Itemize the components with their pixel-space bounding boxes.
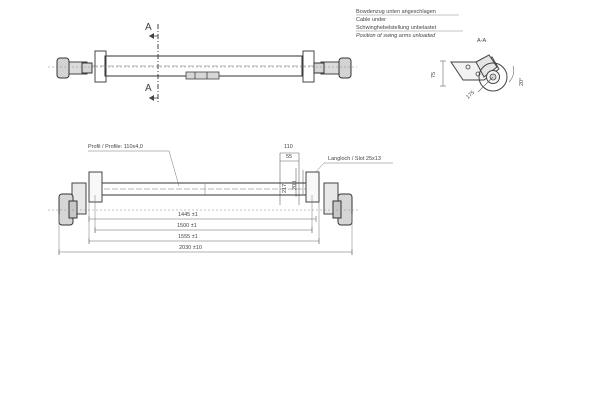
note-line-4: Position of swing arms unloaded [356,33,436,39]
right-arm-top [313,62,325,74]
left-wheel-top [56,57,70,79]
right-wheel-top [338,57,352,79]
front-view: Profil / Profile: 110x4,0 Langloch / Slo… [48,144,393,255]
section-dim-75-label: 75 [431,72,437,78]
dim-55-label: 55 [286,154,292,160]
section-title: A-A [477,38,487,44]
dim-200-label: 200 [292,181,298,190]
hub-outline [478,62,508,92]
section-marker-bottom: A [145,83,152,94]
dim-1500-label: 1500 ±1 [177,223,197,229]
profile-leader [168,150,180,187]
left-bracket-front [88,171,103,203]
dim-217-label: 217 [282,184,288,193]
center-clamp-top [185,71,220,80]
section-marker-top: A [145,22,152,33]
right-hub-front [332,200,342,219]
profile-label: Profil / Profile: 110x4,0 [88,144,143,150]
left-hub-front [68,200,78,219]
section-view: A-A 75 175 20° [431,38,525,100]
section-dim-175-label: 175 [465,90,476,101]
swing-arm-plate [475,54,498,78]
section-arrowhead-bottom [149,95,154,101]
dim-1555-label: 1555 ±1 [178,234,198,240]
left-arm-top [81,62,93,74]
note-line-3: Schwinghebelstellung unbelastet [356,25,437,31]
dim-1445-label: 1445 ±1 [178,212,198,218]
section-dim-20-label: 20° [519,78,525,86]
slot-label: Langloch / Slot 25x13 [328,156,381,162]
notes-block: Bowdenzug unten angeschlagen Cable under… [356,9,463,39]
left-bracket-top [94,50,107,83]
top-view: A A [48,22,357,104]
right-bracket-top [302,50,315,83]
mount-hole-1 [465,64,471,70]
mount-hole-2 [475,71,481,77]
section-arrowhead-top [149,33,154,39]
note-line-1: Bowdenzug unten angeschlagen [356,9,436,15]
note-line-2: Cable under [356,17,386,23]
section-dim-175-line [477,76,494,93]
dim-2030-label: 2030 ±10 [179,245,202,251]
section-angle-arc [508,65,514,83]
right-bracket-front [305,171,320,203]
dim-110-label: 110 [284,144,293,150]
